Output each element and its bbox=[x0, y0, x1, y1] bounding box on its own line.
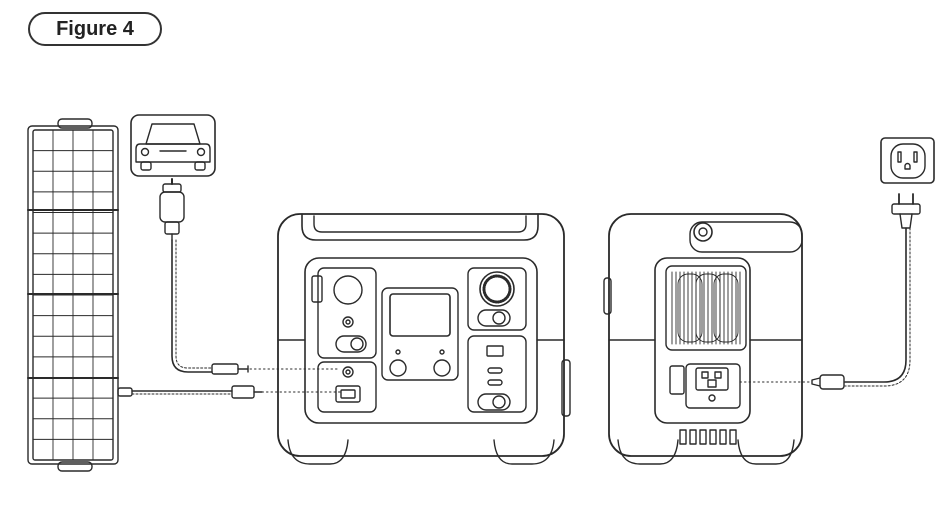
figure-label: Figure 4 bbox=[28, 12, 162, 46]
power-station-front bbox=[277, 213, 571, 465]
power-station-side bbox=[603, 213, 803, 465]
vent-grille bbox=[671, 271, 741, 345]
connection-guides bbox=[249, 368, 341, 393]
solar-panel-icon bbox=[27, 118, 133, 472]
ac-plug-icon bbox=[811, 193, 921, 390]
wall-outlet-icon bbox=[880, 137, 935, 184]
bottom-vents bbox=[679, 429, 737, 445]
solar-cable bbox=[131, 385, 263, 399]
car-charger-plug-icon bbox=[159, 178, 249, 375]
car-icon bbox=[130, 114, 216, 177]
